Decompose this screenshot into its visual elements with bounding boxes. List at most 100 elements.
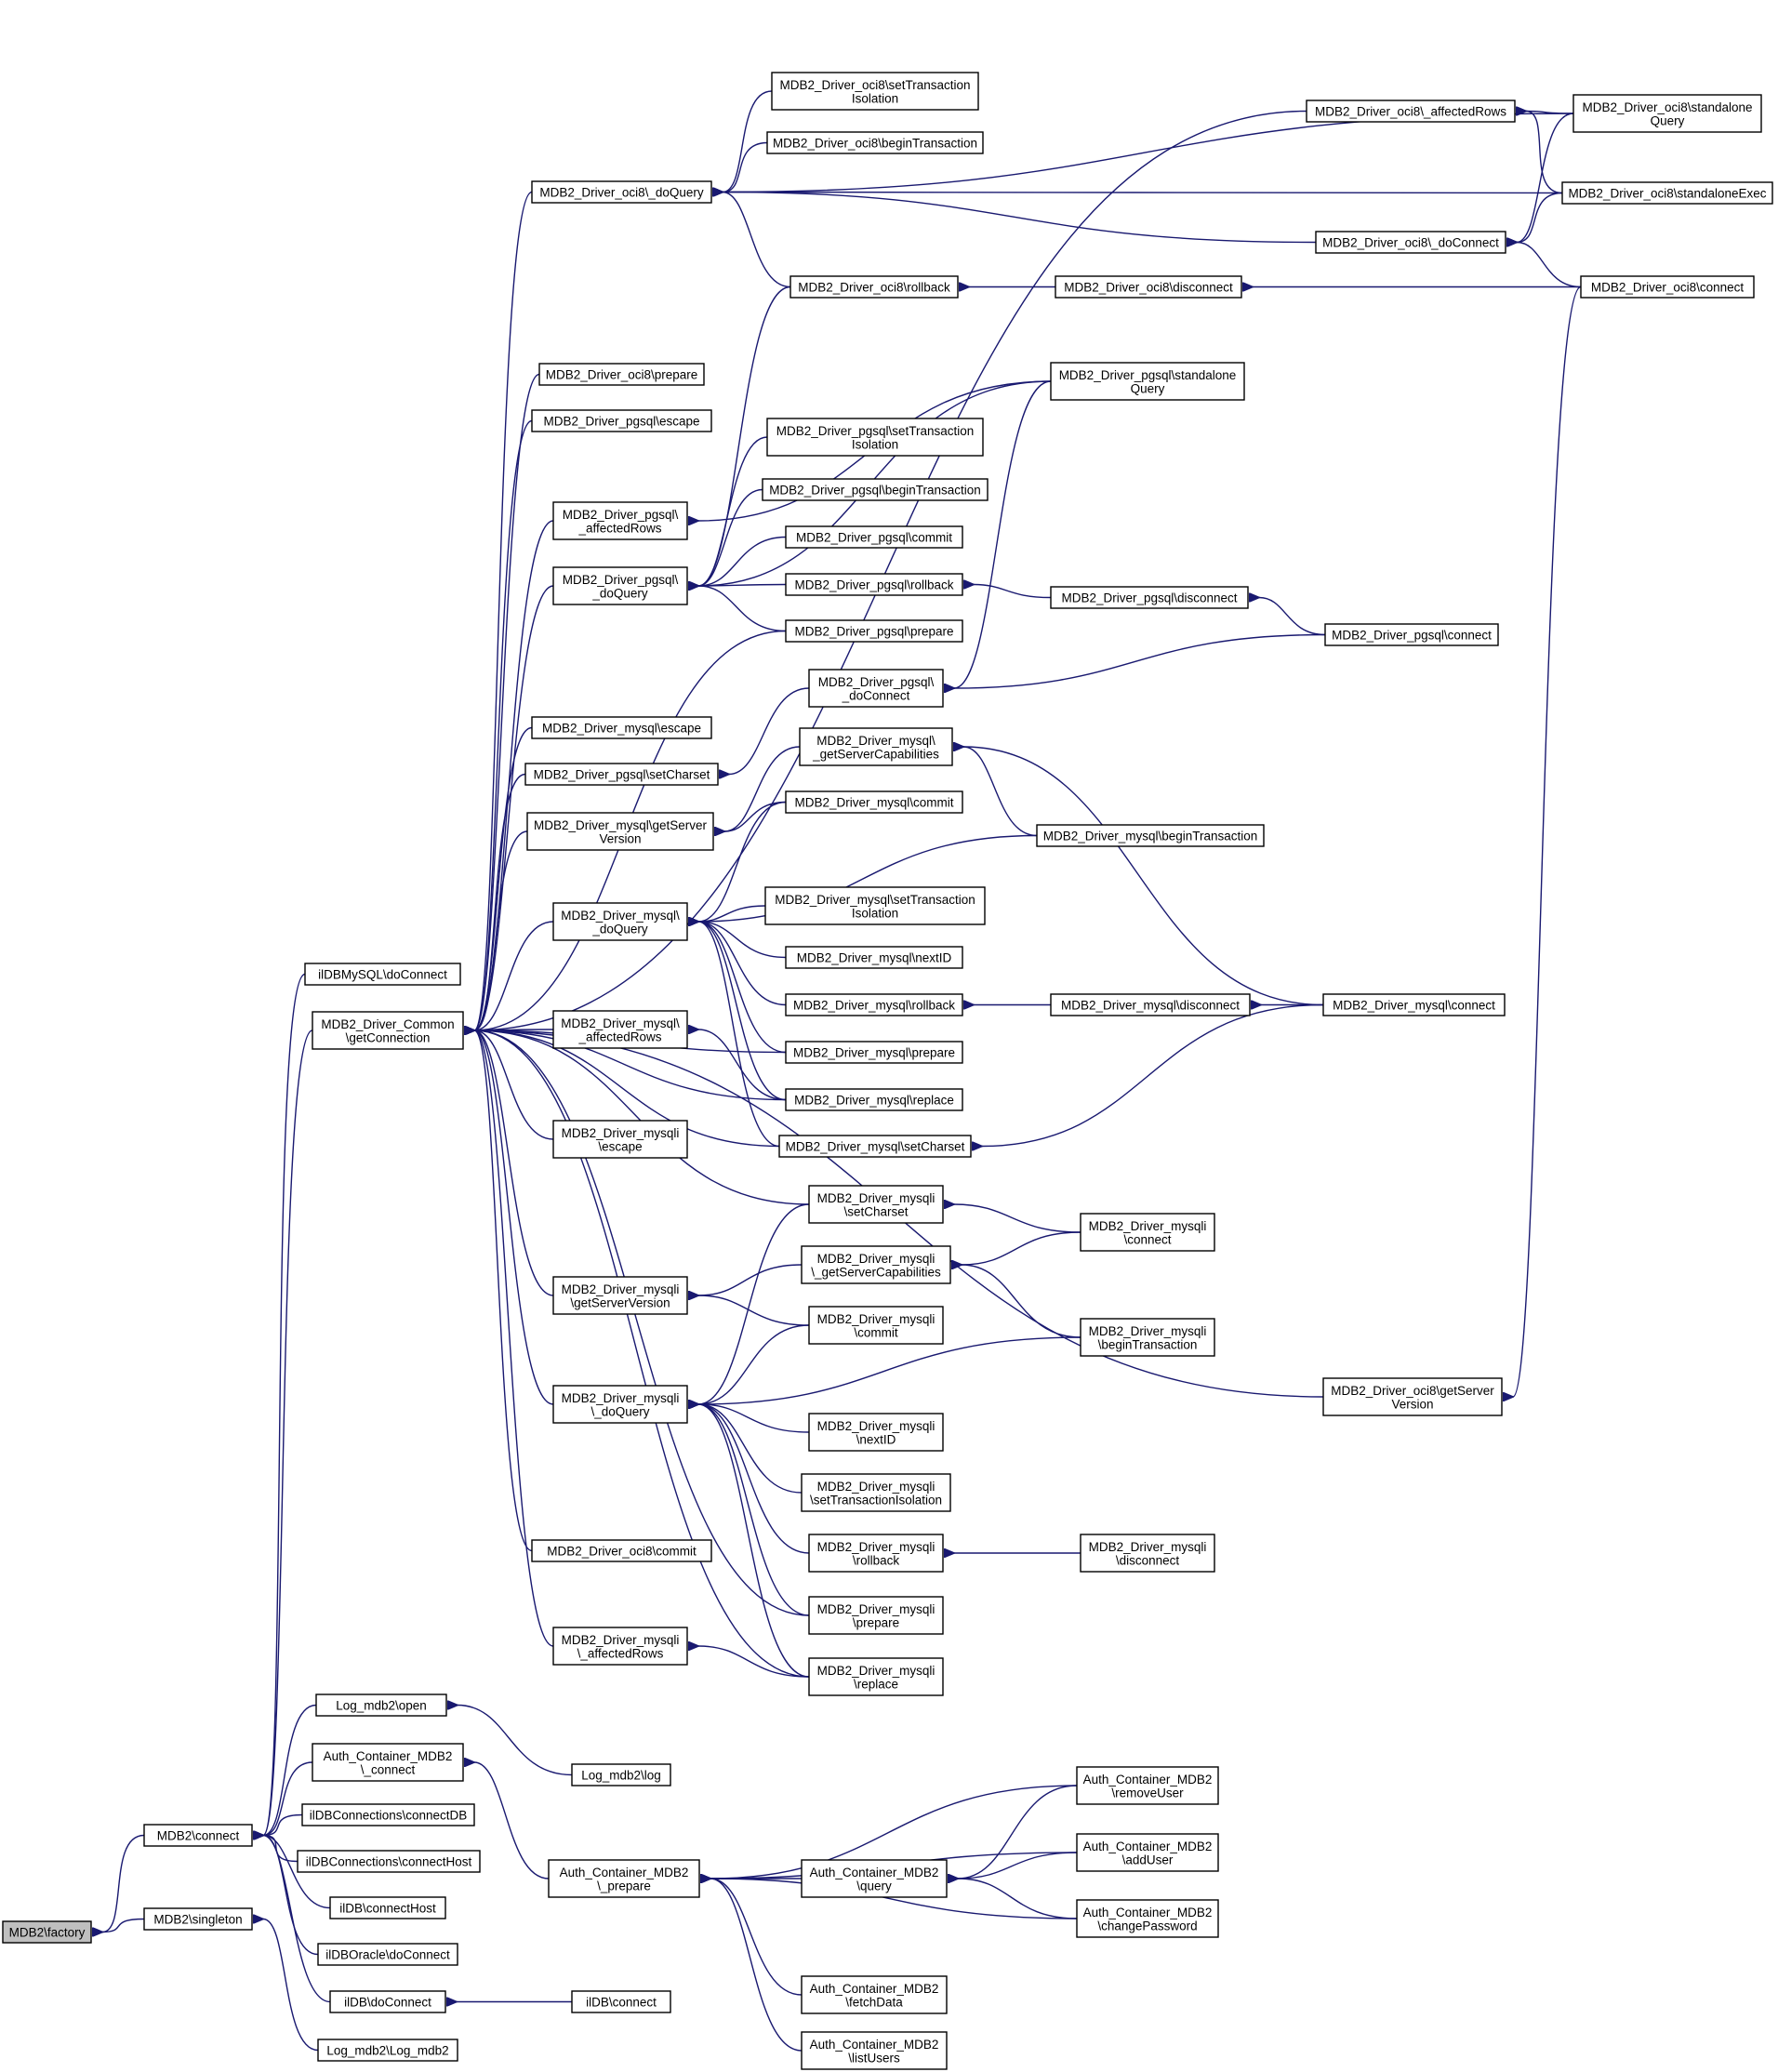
node-mysqli-escape[interactable]: MDB2_Driver_mysqli\escape [552, 1120, 688, 1159]
node-box [1580, 275, 1755, 299]
node-pgsql-doconnect[interactable]: MDB2_Driver_pgsql\_doConnect [808, 669, 944, 708]
node-mysql-begintrans[interactable]: MDB2_Driver_mysql\beginTransaction [1036, 824, 1265, 847]
node-ildb-connect[interactable]: ilDB\connect [571, 1990, 671, 2013]
node-ildbc-connecthost[interactable]: ilDBConnections\connectHost [297, 1850, 481, 1873]
node-label: \replace [854, 1677, 898, 1691]
node-oci8-getserver[interactable]: MDB2_Driver_oci8\getServerVersion [1322, 1377, 1503, 1416]
node-oci8-settrans[interactable]: MDB2_Driver_oci8\setTransactionIsolation [771, 72, 979, 111]
node-pgsql-disconnect[interactable]: MDB2_Driver_pgsql\disconnect [1050, 586, 1249, 609]
node-mysqli-rollback[interactable]: MDB2_Driver_mysqli\rollback [808, 1534, 944, 1573]
node-oci8-connect[interactable]: MDB2_Driver_oci8\connect [1580, 275, 1755, 299]
edge-getconnection-mysql_doquery [474, 921, 554, 1030]
node-oci8-begintrans[interactable]: MDB2_Driver_oci8\beginTransaction [766, 131, 984, 154]
node-auth-query[interactable]: Auth_Container_MDB2\query [801, 1859, 948, 1898]
node-pgsql-setcharset[interactable]: MDB2_Driver_pgsql\setCharset [524, 763, 719, 786]
node-auth-fetchdata[interactable]: Auth_Container_MDB2\fetchData [801, 1975, 948, 2014]
node-label: Version [1391, 1397, 1433, 1411]
node-box [771, 72, 979, 111]
node-mysqli-prepare[interactable]: MDB2_Driver_mysqli\prepare [808, 1596, 944, 1635]
node-oci8-doquery[interactable]: MDB2_Driver_oci8\_doQuery [531, 180, 712, 204]
node-mysqli-disconnect[interactable]: MDB2_Driver_mysqli\disconnect [1080, 1534, 1215, 1573]
node-auth-listusers[interactable]: Auth_Container_MDB2\listUsers [801, 2031, 948, 2070]
node-auth-connect[interactable]: Auth_Container_MDB2\_connect [312, 1743, 464, 1782]
node-box [1080, 1534, 1215, 1573]
node-label: MDB2_Driver_oci8\_doConnect [1322, 236, 1499, 250]
node-label: _affectedRows [577, 521, 661, 535]
node-ilmysql-doconnect[interactable]: ilDBMySQL\doConnect [304, 963, 461, 986]
node-oci8-rollback[interactable]: MDB2_Driver_oci8\rollback [789, 275, 959, 299]
node-log-log[interactable]: Log_mdb2\log [571, 1763, 671, 1786]
node-mysqli-connect[interactable]: MDB2_Driver_mysqli\connect [1080, 1213, 1215, 1252]
node-ildb-doconnect[interactable]: ilDB\doConnect [329, 1990, 446, 2013]
node-mysqli-settrans[interactable]: MDB2_Driver_mysqli\setTransactionIsolati… [801, 1473, 951, 1512]
node-factory[interactable]: MDB2\factory [2, 1920, 92, 1944]
node-box [552, 1385, 688, 1424]
node-auth-changepw[interactable]: Auth_Container_MDB2\changePassword [1076, 1899, 1219, 1938]
node-singleton[interactable]: MDB2\singleton [143, 1907, 253, 1931]
node-ildbc-connectdb[interactable]: ilDBConnections\connectDB [301, 1803, 475, 1826]
node-label: MDB2_Driver_oci8\rollback [798, 281, 950, 295]
node-iloracle-doconnect[interactable]: ilDBOracle\doConnect [317, 1943, 458, 1966]
node-label: MDB2_Driver_mysql\setTransaction [775, 893, 975, 907]
node-oci8-commit[interactable]: MDB2_Driver_oci8\commit [531, 1539, 712, 1562]
node-auth-removeuser[interactable]: Auth_Container_MDB2\removeUser [1076, 1766, 1219, 1805]
node-pgsql-connect[interactable]: MDB2_Driver_pgsql\connect [1324, 623, 1499, 646]
node-mysqli-affected[interactable]: MDB2_Driver_mysqli\_affectedRows [552, 1627, 688, 1666]
node-oci8-doconnect[interactable]: MDB2_Driver_oci8\_doConnect [1315, 231, 1506, 254]
node-label: Auth_Container_MDB2 [810, 1866, 939, 1879]
node-ildb-connecthost[interactable]: ilDB\connectHost [329, 1896, 446, 1919]
node-mysqli-setcharset[interactable]: MDB2_Driver_mysqli\setCharset [808, 1185, 944, 1224]
node-mysql-escape[interactable]: MDB2_Driver_mysql\escape [531, 716, 712, 739]
node-pgsql-settrans[interactable]: MDB2_Driver_pgsql\setTransactionIsolatio… [766, 418, 984, 457]
edge-auth_prepare-auth_fetchdata [710, 1879, 803, 1996]
node-label: MDB2_Driver_mysql\escape [542, 722, 701, 736]
edge-mysql_getservercap-mysql_connect [963, 747, 1324, 1006]
node-pgsql-doquery[interactable]: MDB2_Driver_pgsql\_doQuery [552, 566, 688, 605]
node-box [317, 1943, 458, 1966]
node-pgsql-prepare[interactable]: MDB2_Driver_pgsql\prepare [785, 619, 963, 643]
node-mysqli-commit[interactable]: MDB2_Driver_mysqli\commit [808, 1306, 944, 1345]
node-pgsql-escape[interactable]: MDB2_Driver_pgsql\escape [531, 409, 712, 432]
node-log-log-mdb2[interactable]: Log_mdb2\Log_mdb2 [317, 2039, 458, 2062]
node-oci8-affected[interactable]: MDB2_Driver_oci8\_affectedRows [1306, 100, 1516, 123]
node-mysql-connect[interactable]: MDB2_Driver_mysql\connect [1322, 993, 1506, 1016]
node-box [552, 1276, 688, 1315]
node-mysql-disconnect[interactable]: MDB2_Driver_mysql\disconnect [1050, 993, 1251, 1016]
node-oci8-disconnect[interactable]: MDB2_Driver_oci8\disconnect [1055, 275, 1242, 299]
node-mysql-nextid[interactable]: MDB2_Driver_mysql\nextID [785, 946, 963, 969]
node-mysqli-nextid[interactable]: MDB2_Driver_mysqli\nextID [808, 1413, 944, 1452]
node-pgsql-begintrans[interactable]: MDB2_Driver_pgsql\beginTransaction [762, 478, 989, 501]
node-mysql-getserver[interactable]: MDB2_Driver_mysql\getServerVersion [526, 812, 714, 851]
node-mysql-setcharset[interactable]: MDB2_Driver_mysql\setCharset [778, 1135, 972, 1158]
node-mysql-doquery[interactable]: MDB2_Driver_mysql\_doQuery [552, 902, 688, 941]
node-oci8-prepare[interactable]: MDB2_Driver_oci8\prepare [538, 363, 705, 386]
node-label: _doQuery [591, 922, 648, 936]
node-pgsql-affected[interactable]: MDB2_Driver_pgsql\_affectedRows [552, 501, 688, 540]
node-pgsql-rollback[interactable]: MDB2_Driver_pgsql\rollback [785, 573, 963, 596]
node-oci8-standaloneexec[interactable]: MDB2_Driver_oci8\standaloneExec [1561, 181, 1773, 205]
node-mysql-replace[interactable]: MDB2_Driver_mysql\replace [785, 1088, 963, 1111]
node-label: Auth_Container_MDB2 [810, 2038, 939, 2052]
node-mysql-settrans[interactable]: MDB2_Driver_mysql\setTransactionIsolatio… [764, 886, 986, 925]
node-mysql-prepare[interactable]: MDB2_Driver_mysql\prepare [785, 1041, 963, 1064]
node-mysql-commit[interactable]: MDB2_Driver_mysql\commit [785, 790, 963, 814]
node-mysql-getservercap[interactable]: MDB2_Driver_mysql\_getServerCapabilities [799, 727, 953, 766]
node-label: MDB2_Driver_mysqli [562, 1282, 680, 1296]
node-log-open[interactable]: Log_mdb2\open [315, 1693, 447, 1717]
node-pgsql-commit[interactable]: MDB2_Driver_pgsql\commit [785, 525, 963, 549]
node-auth-prepare[interactable]: Auth_Container_MDB2\_prepare [548, 1859, 700, 1898]
node-getconnection[interactable]: MDB2_Driver_Common\getConnection [312, 1011, 464, 1050]
node-connect[interactable]: MDB2\connect [143, 1824, 253, 1847]
node-mysqli-getservercap[interactable]: MDB2_Driver_mysqli\_getServerCapabilitie… [801, 1245, 951, 1284]
edge-connect-auth_connect [263, 1761, 313, 1836]
node-mysql-affected[interactable]: MDB2_Driver_mysql\_affectedRows [552, 1010, 688, 1049]
node-mysqli-doquery[interactable]: MDB2_Driver_mysqli\_doQuery [552, 1385, 688, 1424]
node-mysqli-getserver[interactable]: MDB2_Driver_mysqli\getServerVersion [552, 1276, 688, 1315]
node-auth-adduser[interactable]: Auth_Container_MDB2\addUser [1076, 1833, 1219, 1872]
node-mysqli-begintrans[interactable]: MDB2_Driver_mysqli\beginTransaction [1080, 1318, 1215, 1357]
node-mysql-rollback[interactable]: MDB2_Driver_mysql\rollback [785, 993, 963, 1016]
node-mysqli-replace[interactable]: MDB2_Driver_mysqli\replace [808, 1657, 944, 1696]
